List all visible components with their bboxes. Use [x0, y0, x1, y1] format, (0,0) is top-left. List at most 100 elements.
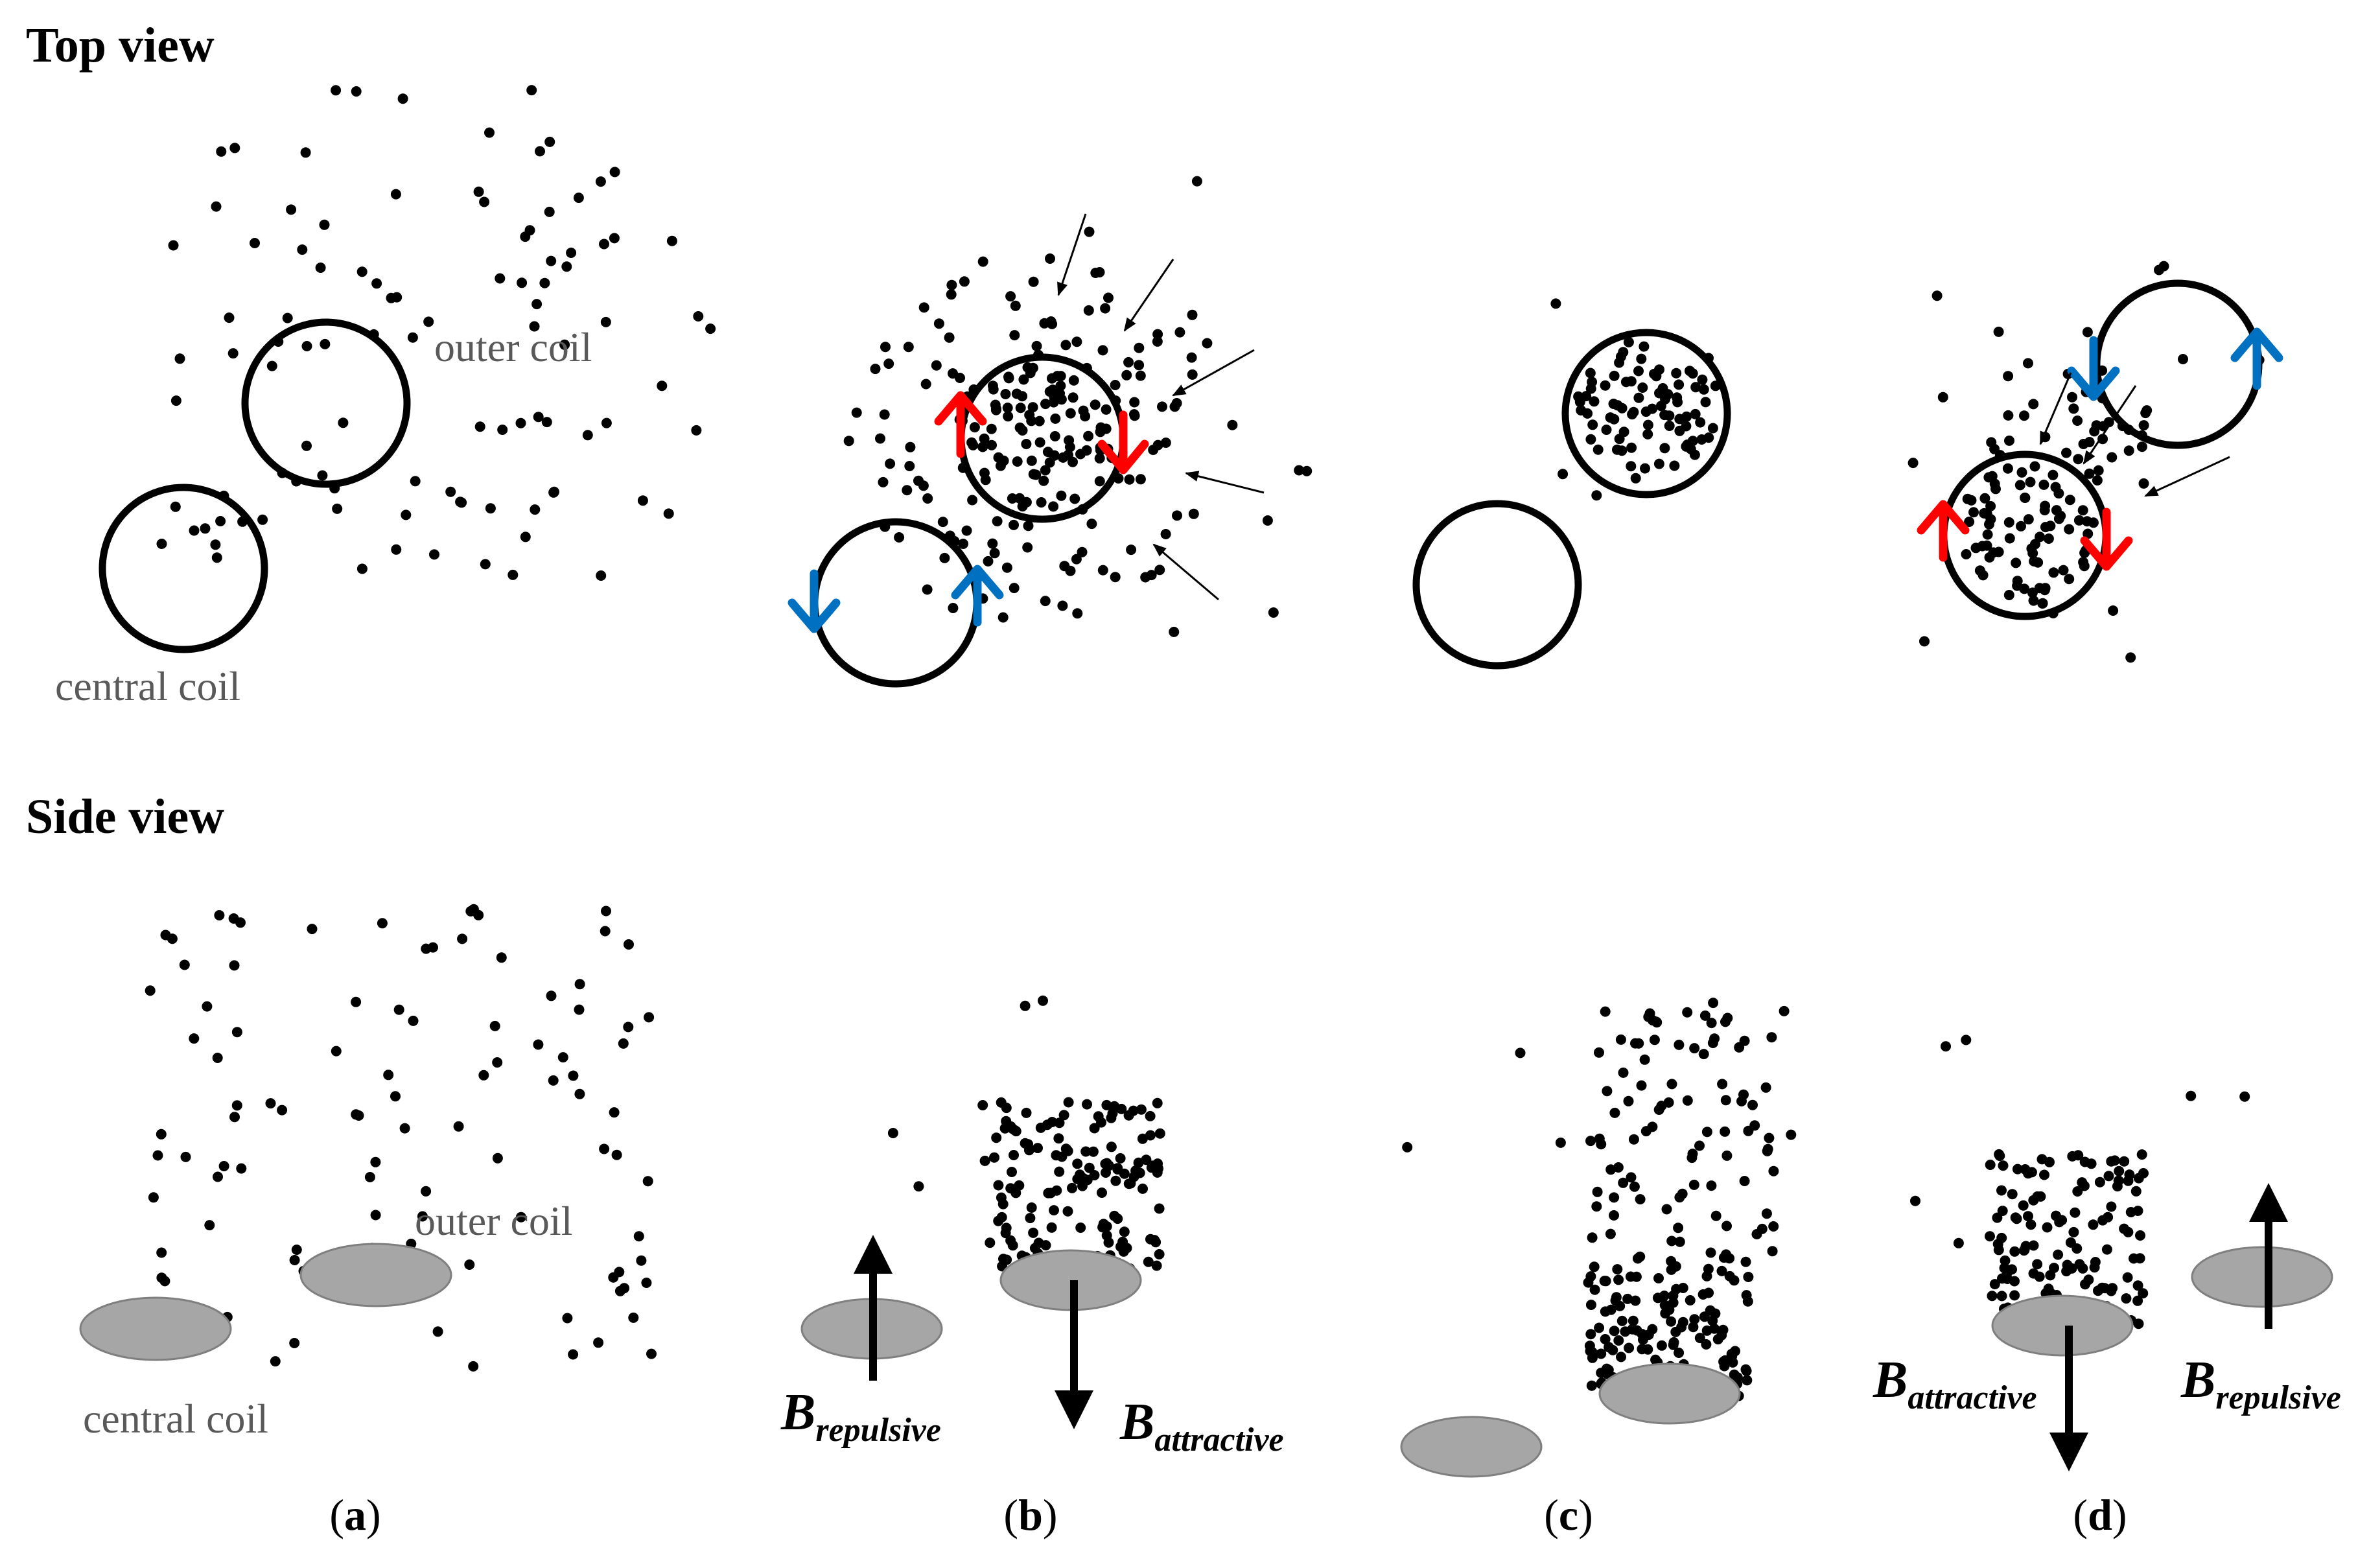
- particle: [1998, 1160, 2009, 1171]
- particle: [1576, 405, 1587, 415]
- particle: [231, 1100, 242, 1111]
- particle: [331, 1046, 342, 1057]
- particle: [1583, 1277, 1594, 1288]
- particle: [641, 1278, 652, 1288]
- particle: [2028, 1268, 2039, 1279]
- particle: [623, 1022, 634, 1033]
- particle: [644, 1012, 655, 1023]
- particle: [2072, 415, 2083, 426]
- particle: [1135, 370, 1146, 381]
- particle: [1705, 1247, 1716, 1258]
- particle: [1594, 1322, 1605, 1333]
- caption-d: (d): [2073, 1490, 2127, 1539]
- particle: [235, 917, 246, 928]
- particle: [1764, 1132, 1775, 1143]
- particle: [1040, 596, 1051, 607]
- particle: [356, 266, 368, 277]
- particle: [1720, 1126, 1731, 1137]
- particle: [2068, 403, 2079, 414]
- particle: [1716, 1329, 1727, 1340]
- particle: [1026, 1202, 1037, 1213]
- particle: [2044, 1156, 2055, 1167]
- particle: [1038, 475, 1049, 486]
- particle: [1135, 474, 1146, 485]
- particle: [1688, 1179, 1699, 1190]
- particle: [2073, 515, 2084, 526]
- particle: [989, 1152, 999, 1163]
- particle: [1654, 364, 1664, 375]
- particle: [1023, 521, 1034, 532]
- particle: [202, 1001, 213, 1012]
- particle: [1138, 1183, 1148, 1194]
- particle: [2125, 652, 2136, 663]
- particle: [1997, 1206, 2008, 1216]
- particle: [1768, 1165, 1779, 1176]
- red-arrow-down-icon: [2080, 508, 2133, 571]
- particle: [1090, 399, 1101, 410]
- particle: [1086, 519, 1097, 530]
- particle: [1609, 414, 1620, 425]
- particle: [1602, 1368, 1613, 1379]
- caption-b: (b): [1003, 1490, 1057, 1539]
- particle: [1020, 1000, 1031, 1011]
- particle: [2029, 461, 2040, 472]
- particle: [1007, 1123, 1018, 1134]
- particle: [2016, 467, 2027, 478]
- particle: [1119, 1226, 1130, 1237]
- particle: [1674, 1039, 1685, 1050]
- particle: [529, 321, 540, 332]
- particle: [2028, 595, 2039, 606]
- particle: [1594, 1133, 1605, 1144]
- particle: [2123, 1226, 2134, 1237]
- particle: [986, 439, 997, 451]
- particle: [2051, 505, 2062, 516]
- particle: [2011, 1213, 2022, 1224]
- particle: [948, 603, 959, 613]
- particle: [228, 348, 239, 359]
- particle: [2042, 1222, 2053, 1233]
- particle: [1687, 1149, 1698, 1159]
- particle: [301, 341, 312, 351]
- particle: [515, 1211, 526, 1223]
- particle: [2082, 327, 2093, 338]
- particle: [618, 1038, 629, 1049]
- particle: [371, 278, 382, 289]
- particle: [407, 332, 418, 343]
- particle: [1145, 1110, 1156, 1121]
- particle: [691, 425, 702, 436]
- particle: [998, 612, 1009, 623]
- particle: [939, 552, 950, 563]
- particle: [1767, 1246, 1778, 1257]
- particle: [1657, 383, 1668, 393]
- particle: [887, 1128, 898, 1138]
- particle: [993, 1180, 1004, 1191]
- particle: [2141, 405, 2153, 416]
- particle: [1031, 340, 1042, 351]
- particle: [1740, 1256, 1751, 1267]
- particle: [961, 525, 972, 536]
- particle: [484, 127, 495, 138]
- particle: [393, 1004, 404, 1015]
- particle: [2066, 1263, 2077, 1274]
- particle: [1964, 517, 1975, 527]
- particle: [1064, 435, 1075, 446]
- particle: [2053, 513, 2064, 524]
- particle: [2097, 434, 2108, 445]
- particle: [2122, 1272, 2133, 1283]
- particle: [1601, 425, 1612, 435]
- inflow-arrows-b: [1057, 213, 1265, 601]
- particle: [1017, 391, 1028, 402]
- particle: [2119, 1156, 2130, 1167]
- particle: [210, 539, 221, 550]
- particle: [1050, 413, 1061, 424]
- particle: [1961, 1035, 1972, 1046]
- particle: [1110, 1175, 1121, 1186]
- particle: [457, 933, 468, 944]
- particle: [364, 1172, 375, 1182]
- particle: [1025, 1213, 1036, 1224]
- particle: [291, 1245, 302, 1255]
- particle: [1669, 460, 1680, 471]
- particle: [999, 1123, 1010, 1134]
- particle: [1591, 1201, 1602, 1212]
- particle: [987, 538, 998, 549]
